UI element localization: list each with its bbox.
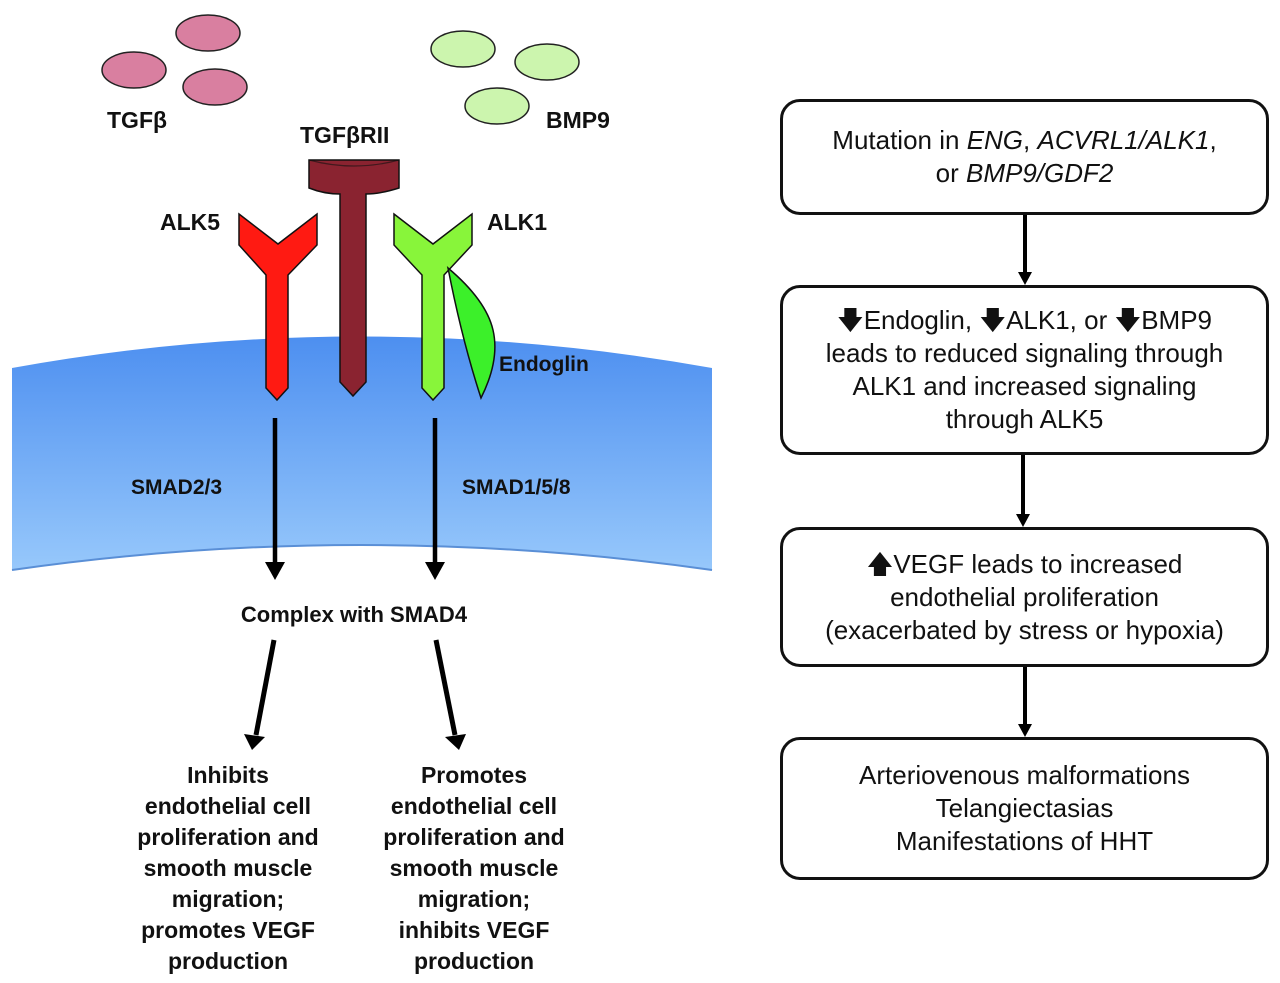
left-outcome-arrow (253, 639, 277, 736)
text: or (935, 158, 966, 188)
flow-box-line: Manifestations of HHT (895, 826, 1154, 856)
flow-arrowhead-3 (1018, 724, 1032, 737)
flow-box-mutation: Mutation in ENG, ACVRL1/ALK1, or BMP9/GD… (780, 99, 1269, 215)
flow-box-line: ALK1 and increased signaling (852, 371, 1197, 401)
flow-box-line: Telangiectasias (935, 793, 1114, 823)
text: Endoglin, (863, 305, 980, 335)
alk1-label: ALK1 (487, 209, 547, 235)
smad23-label: SMAD2/3 (131, 476, 222, 499)
outcome-line: Inhibits (187, 762, 269, 788)
bmp9-ligand (464, 87, 530, 125)
outcome-line: inhibits VEGF (398, 917, 550, 943)
flow-box-line: (exacerbated by stress or hypoxia) (825, 614, 1224, 645)
bmp9-ligand (514, 43, 580, 81)
outcome-line: proliferation and (137, 824, 319, 850)
flow-arrowhead-1 (1018, 272, 1032, 285)
outcome-line: endothelial cell (144, 793, 312, 819)
outcome-line: endothelial cell (390, 793, 558, 819)
flow-box-vegf: 🡅VEGF leads to increased endothelial pro… (780, 527, 1269, 667)
smad23-arrowhead (265, 562, 285, 580)
tgfb-label: TGFβ (107, 107, 167, 133)
tgfb-ligand (175, 14, 241, 52)
left-outcome-arrowhead (244, 734, 265, 750)
membrane-inner-edge (11, 544, 713, 571)
tgfbrii-receptor (308, 159, 400, 398)
flow-arrowhead-2 (1016, 514, 1030, 527)
alk1-outcome-text: Promotes endothelial cell proliferation … (356, 760, 592, 977)
gene-acvrl1: ACVRL1/ALK1 (1037, 125, 1210, 155)
right-outcome-arrow (433, 639, 458, 736)
down-arrow-icon: 🡇 (836, 305, 864, 335)
alk5-label: ALK5 (160, 209, 220, 235)
flow-box-line: leads to reduced signaling through (825, 338, 1224, 368)
bmp9-ligand (430, 30, 496, 68)
flow-box-line: 🡇Endoglin, 🡇ALK1, or 🡇BMP9 (837, 304, 1212, 337)
endoglin-label: Endoglin (499, 353, 589, 376)
flow-box-reduced-signaling: 🡇Endoglin, 🡇ALK1, or 🡇BMP9 leads to redu… (780, 285, 1269, 455)
bmp9-label: BMP9 (546, 107, 610, 133)
text: , (1209, 125, 1217, 155)
text: ALK1, or (1006, 305, 1115, 335)
smad158-label: SMAD1/5/8 (462, 476, 571, 499)
right-outcome-arrowhead (445, 734, 466, 750)
outcome-line: promotes VEGF (141, 917, 315, 943)
outcome-line: production (413, 948, 535, 974)
text: VEGF leads to increased (893, 548, 1183, 579)
outcome-line: Promotes (420, 762, 528, 788)
outcome-line: migration; (171, 886, 285, 912)
flow-box-line: through ALK5 (945, 404, 1104, 434)
flow-box-hht: Arteriovenous malformations Telangiectas… (780, 737, 1269, 880)
outcome-line: proliferation and (383, 824, 565, 850)
tgfb-ligand (101, 51, 167, 89)
text: , (1023, 125, 1038, 155)
text: BMP9 (1141, 305, 1213, 335)
flow-box-line: Mutation in ENG, ACVRL1/ALK1, (832, 124, 1216, 157)
gene-bmp9: BMP9/GDF2 (965, 158, 1114, 188)
gene-eng: ENG (966, 125, 1024, 155)
text: Mutation in (832, 125, 967, 155)
smad158-arrowhead (425, 562, 445, 580)
cell-membrane (12, 336, 712, 570)
flow-box-line: or BMP9/GDF2 (936, 157, 1114, 190)
flow-box-line: 🡅VEGF leads to increased (867, 548, 1183, 581)
outcome-line: smooth muscle (389, 855, 559, 881)
alk1-receptor (393, 212, 473, 402)
alk5-receptor (238, 212, 318, 402)
down-arrow-icon: 🡇 (979, 305, 1007, 335)
smad4-complex-label: Complex with SMAD4 (241, 602, 468, 627)
endoglin-coreceptor (446, 266, 496, 400)
flow-box-line: endothelial proliferation (890, 581, 1159, 612)
alk5-outcome-text: Inhibits endothelial cell proliferation … (110, 760, 346, 977)
tgfbrii-label: TGFβRII (300, 122, 389, 148)
outcome-line: smooth muscle (143, 855, 313, 881)
up-arrow-icon: 🡅 (866, 548, 894, 579)
tgfb-ligand (182, 68, 248, 106)
outcome-line: migration; (417, 886, 531, 912)
outcome-line: production (167, 948, 289, 974)
flow-box-line: Arteriovenous malformations (859, 760, 1190, 790)
down-arrow-icon: 🡇 (1114, 305, 1142, 335)
